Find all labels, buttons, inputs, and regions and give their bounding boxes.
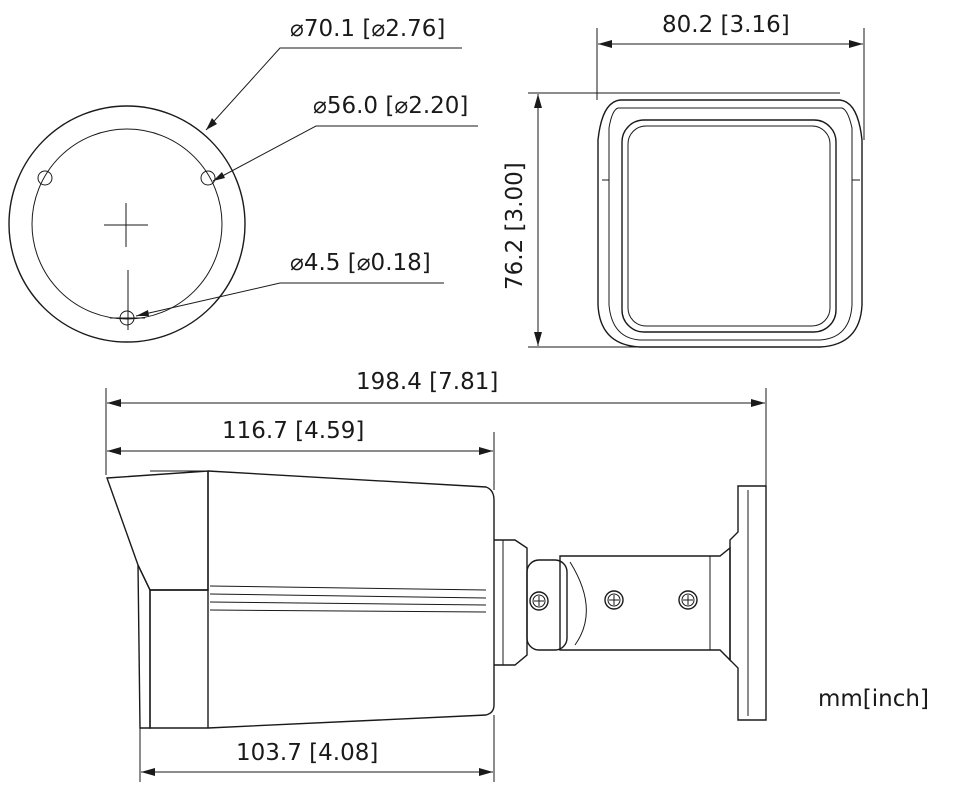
side-view: 198.4 [7.81] 116.7 [4.59] 103.7 [4.08] <box>105 369 767 782</box>
housing-length-label: 116.7 [4.59] <box>222 418 364 444</box>
screw-icon <box>678 590 698 610</box>
crosshair-icon <box>104 203 148 247</box>
body-length-label: 103.7 [4.08] <box>236 740 378 766</box>
screw-icon <box>604 590 624 610</box>
front-width-label: 80.2 [3.16] <box>662 12 790 38</box>
mount-hole-left <box>37 170 53 186</box>
mount-hole-right <box>200 170 216 186</box>
screw-icon <box>529 591 549 611</box>
overall-length-label: 198.4 [7.81] <box>356 369 498 395</box>
front-view: 80.2 [3.16] 76.2 [3.00] <box>502 12 865 348</box>
mount-base-view: ⌀70.1 [⌀2.76] ⌀56.0 [⌀2.20] ⌀4.5 [⌀0.18] <box>8 16 478 343</box>
mount-hole-diameter-label: ⌀4.5 [⌀0.18] <box>290 250 431 276</box>
units-note: mm[inch] <box>818 686 929 712</box>
mount-outer-diameter-label: ⌀70.1 [⌀2.76] <box>290 16 445 42</box>
front-height-label: 76.2 [3.00] <box>502 162 528 290</box>
mount-hole-circle-label: ⌀56.0 [⌀2.20] <box>313 93 468 119</box>
